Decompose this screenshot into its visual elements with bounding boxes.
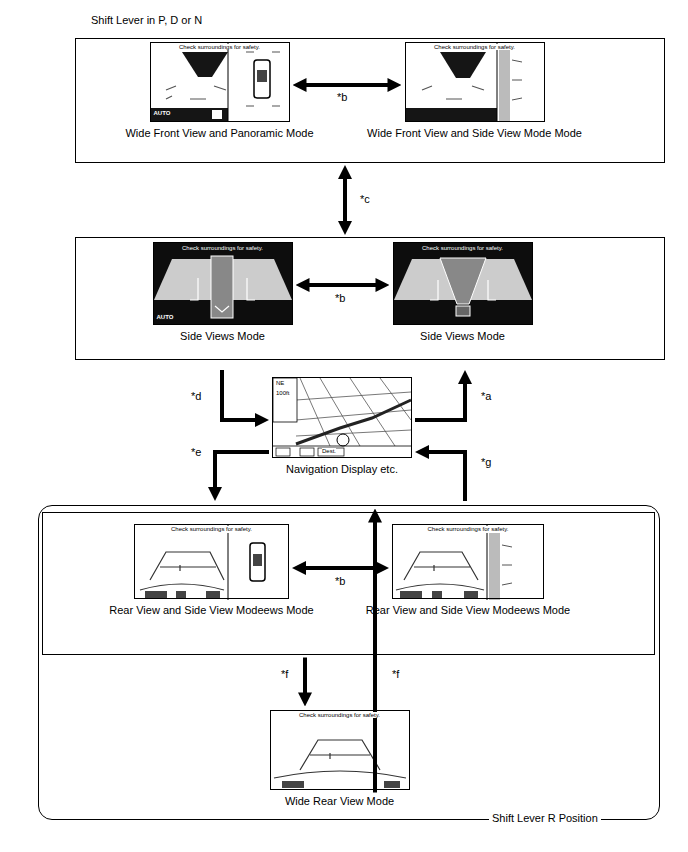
group-heading: Shift Lever R Position — [489, 812, 601, 825]
arrow-callout: *g — [480, 456, 492, 468]
arrow-callout: *f — [391, 668, 400, 680]
mode-caption: Wide Front View and Panoramic Mode — [125, 127, 313, 140]
arrow-callout: *e — [190, 446, 202, 458]
mode-caption: Side Views Mode — [180, 330, 265, 343]
navigation-screen — [272, 377, 412, 458]
side-views-screen — [153, 242, 293, 325]
wide-rear-screen — [270, 710, 410, 790]
side-views-screen — [393, 242, 533, 325]
screen-message: Check surroundings for safety. — [433, 44, 516, 51]
navigation-screen: NE100ftDest.Navigation Display etc. — [272, 377, 412, 458]
auto-button: AUTO — [154, 110, 171, 117]
mode-arrow — [215, 452, 269, 491]
camera-screen: Check surroundings for safety.Rear View … — [134, 524, 289, 599]
map-label: Dest. — [322, 448, 336, 455]
mode-group-box: Check surroundings for safety. Rear View … — [42, 512, 655, 655]
arrow-callout: *a — [480, 390, 492, 402]
mode-arrow — [425, 452, 465, 501]
shift-region: Shift Lever R PositionCheck surroundings… — [38, 505, 660, 820]
group-heading: Shift Lever in P, D or N — [88, 14, 205, 27]
screen-message: Check surroundings for safety. — [421, 245, 504, 252]
map-label: NE — [276, 380, 284, 387]
map-label: 100ft — [276, 390, 289, 397]
mode-arrow — [415, 380, 465, 420]
mode-caption: Wide Front View and Side View Mode Mode — [367, 127, 582, 140]
mode-arrow — [302, 566, 379, 570]
camera-screen: Check surroundings for safety.AUTOSide V… — [153, 242, 293, 325]
rear-panoramic-screen — [135, 525, 290, 600]
camera-screen: Check surroundings for safety.Rear View … — [392, 524, 544, 599]
mode-caption: Wide Rear View Mode — [285, 795, 394, 808]
front-side-screen — [405, 42, 545, 122]
mode-arrow — [343, 175, 347, 225]
rear-side-screen — [393, 525, 545, 600]
screen-message: Check surroundings for safety. — [427, 526, 510, 533]
mode-caption: Side Views Mode — [420, 330, 505, 343]
front-panoramic-screen — [150, 42, 290, 122]
camera-screen: Check surroundings for safety.Side Views… — [393, 242, 533, 325]
mode-caption: Navigation Display etc. — [286, 463, 398, 476]
mode-arrow — [222, 370, 259, 420]
screen-message: Check surroundings for safety. — [298, 712, 381, 719]
mode-group-box: Shift Lever in P, D or NCheck surroundin… — [75, 38, 665, 163]
screen-message: Check surroundings for safety. — [178, 44, 261, 51]
mode-group-box: Check surroundings for safety. AUTO Side V… — [75, 237, 665, 360]
arrow-callout: *f — [280, 668, 289, 680]
mode-arrow — [303, 83, 392, 87]
arrow-callout: *b — [334, 575, 346, 587]
arrow-callout: *c — [359, 193, 371, 205]
arrow-callout: *d — [190, 390, 202, 402]
mode-caption: Rear View and Side View Modeews Mode — [109, 604, 313, 617]
camera-screen: Check surroundings for safety.AUTOWide F… — [150, 42, 290, 122]
screen-message: Check surroundings for safety. — [181, 245, 264, 252]
mode-arrow — [306, 283, 380, 287]
arrow-callout: *b — [336, 91, 348, 103]
mode-caption: Rear View and Side View Modeews Mode — [366, 604, 570, 617]
camera-screen: Check surroundings for safety.Wide Front… — [405, 42, 545, 122]
screen-message: Check surroundings for safety. — [170, 526, 253, 533]
auto-button: AUTO — [157, 314, 174, 321]
arrow-callout: *b — [334, 292, 346, 304]
mode-arrow — [373, 519, 377, 793]
mode-arrow — [303, 658, 307, 697]
camera-screen: Check surroundings for safety.Wide Rear … — [270, 710, 410, 790]
